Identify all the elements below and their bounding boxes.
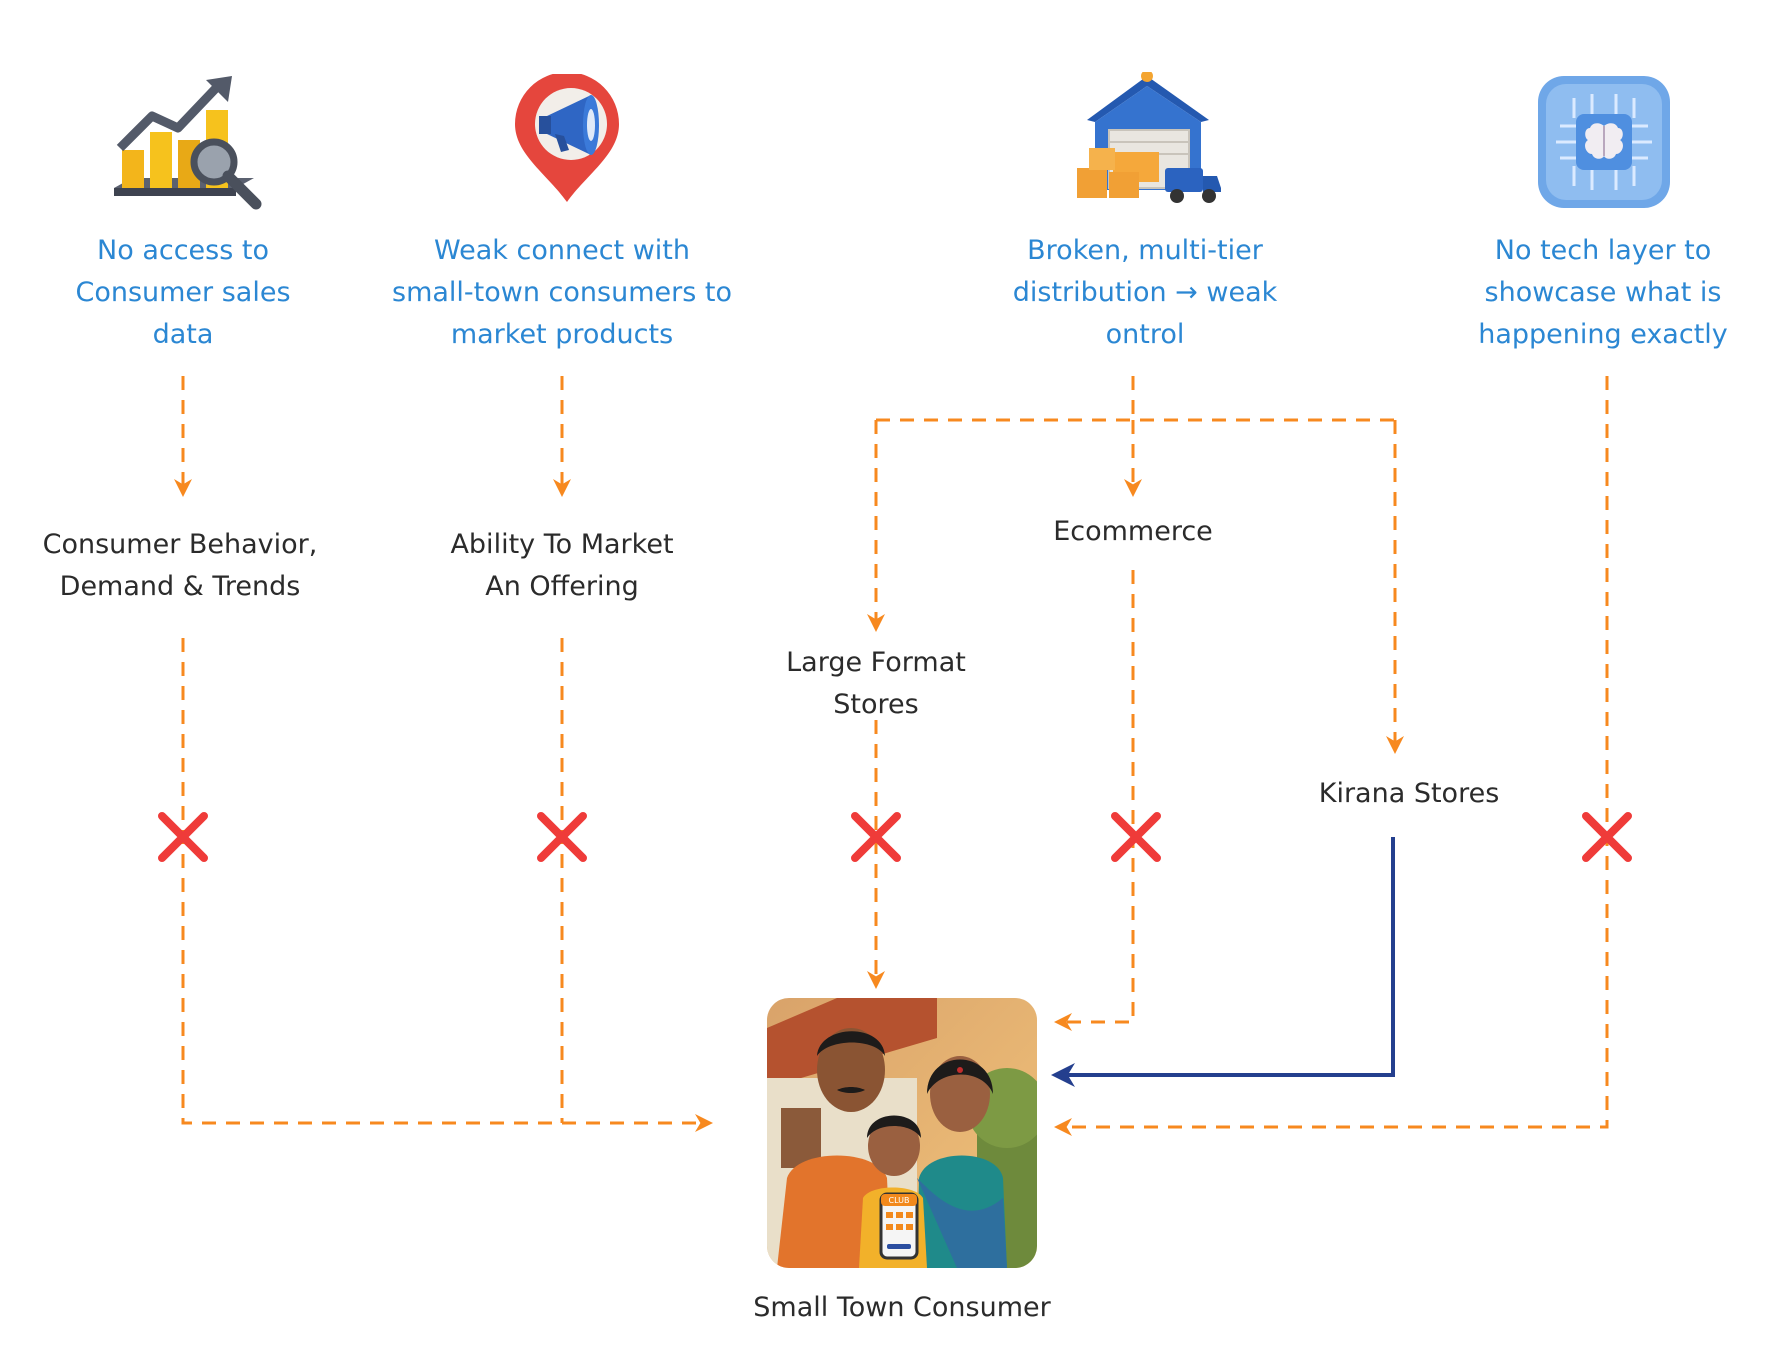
svg-text:CLUB: CLUB xyxy=(889,1196,910,1205)
blocked-x-icon xyxy=(1582,812,1632,862)
problem-no-sales-data: No access to Consumer sales data xyxy=(0,230,383,356)
problem-line: No access to xyxy=(97,235,269,266)
node-large-format-stores: Large Format Stores xyxy=(786,647,966,720)
consumer-label: Small Town Consumer xyxy=(753,1292,1051,1323)
problem-line: ontrol xyxy=(1105,319,1185,350)
connector-ecommerce-to-consumer xyxy=(1054,570,1135,1031)
brain-chip-icon xyxy=(1536,74,1672,210)
problem-line: happening exactly xyxy=(1478,319,1728,350)
blocked-x-icon xyxy=(537,812,587,862)
problem-line: showcase what is xyxy=(1484,277,1722,308)
problem-line: Consumer sales xyxy=(75,277,291,308)
blocked-x-icon xyxy=(1111,812,1161,862)
connector-problem4-to-consumer xyxy=(1054,376,1609,1136)
connector-behavior-to-consumer xyxy=(181,638,713,1132)
problem-line: market products xyxy=(450,319,674,350)
bar-chart-magnifier-icon xyxy=(106,70,266,220)
blocked-x-icon xyxy=(158,812,208,862)
problem-line: distribution → weak xyxy=(1012,277,1278,308)
megaphone-location-pin-icon xyxy=(507,72,627,208)
problem-line: Broken, multi-tier xyxy=(1027,235,1263,266)
node-kirana-stores: Kirana Stores xyxy=(1318,778,1500,809)
family-with-smartphone-photo: CLUB xyxy=(767,998,1037,1268)
node-ability-to-market: Ability To Market An Offering xyxy=(450,529,674,602)
problem-no-tech-layer: No tech layer to showcase what is happen… xyxy=(1403,230,1770,356)
problem-broken-distribution: Broken, multi-tier distribution → weak o… xyxy=(945,230,1345,356)
connector-kirana-to-consumer xyxy=(1051,837,1395,1087)
blocked-x-icon xyxy=(851,812,901,862)
node-ecommerce: Ecommerce xyxy=(1053,516,1213,547)
problem-weak-connect: Weak connect with small-town consumers t… xyxy=(362,230,762,356)
problem-line: small-town consumers to xyxy=(392,277,732,308)
node-consumer-behavior: Consumer Behavior, Demand & Trends xyxy=(42,529,318,602)
problem-line: Weak connect with xyxy=(434,235,690,266)
problem-line: No tech layer to xyxy=(1494,235,1712,266)
problem-line: data xyxy=(152,319,214,350)
warehouse-delivery-truck-icon xyxy=(1073,70,1223,207)
